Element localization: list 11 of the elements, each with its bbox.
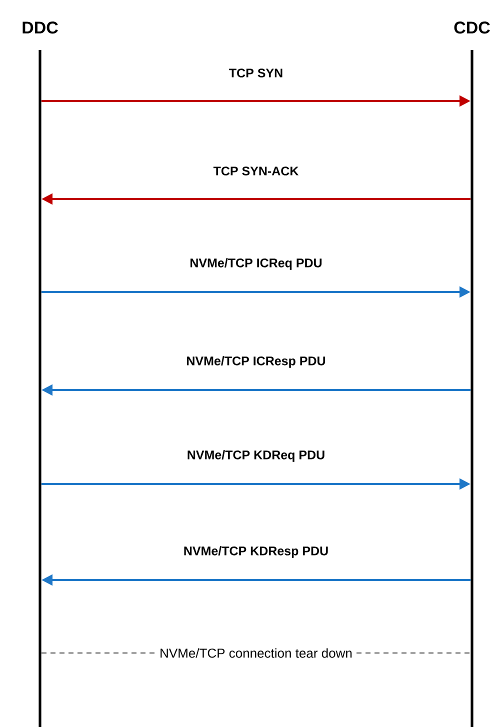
edge-label: NVMe/TCP KDResp PDU (182, 545, 330, 559)
node-label: DDC (22, 22, 58, 34)
edge-label: NVMe/TCP ICResp PDU (185, 355, 327, 369)
edge-label: NVMe/TCP connection tear down (158, 646, 354, 660)
edge-label: NVMe/TCP ICReq PDU (188, 257, 324, 271)
node-label: CDC (454, 22, 490, 34)
edge-label: TCP SYN (228, 68, 284, 78)
lifeline: CDC (454, 22, 490, 727)
edge-label: TCP SYN-ACK (212, 166, 300, 176)
lifeline: DDC (22, 22, 58, 727)
edge-label: NVMe/TCP KDReq PDU (186, 449, 326, 463)
